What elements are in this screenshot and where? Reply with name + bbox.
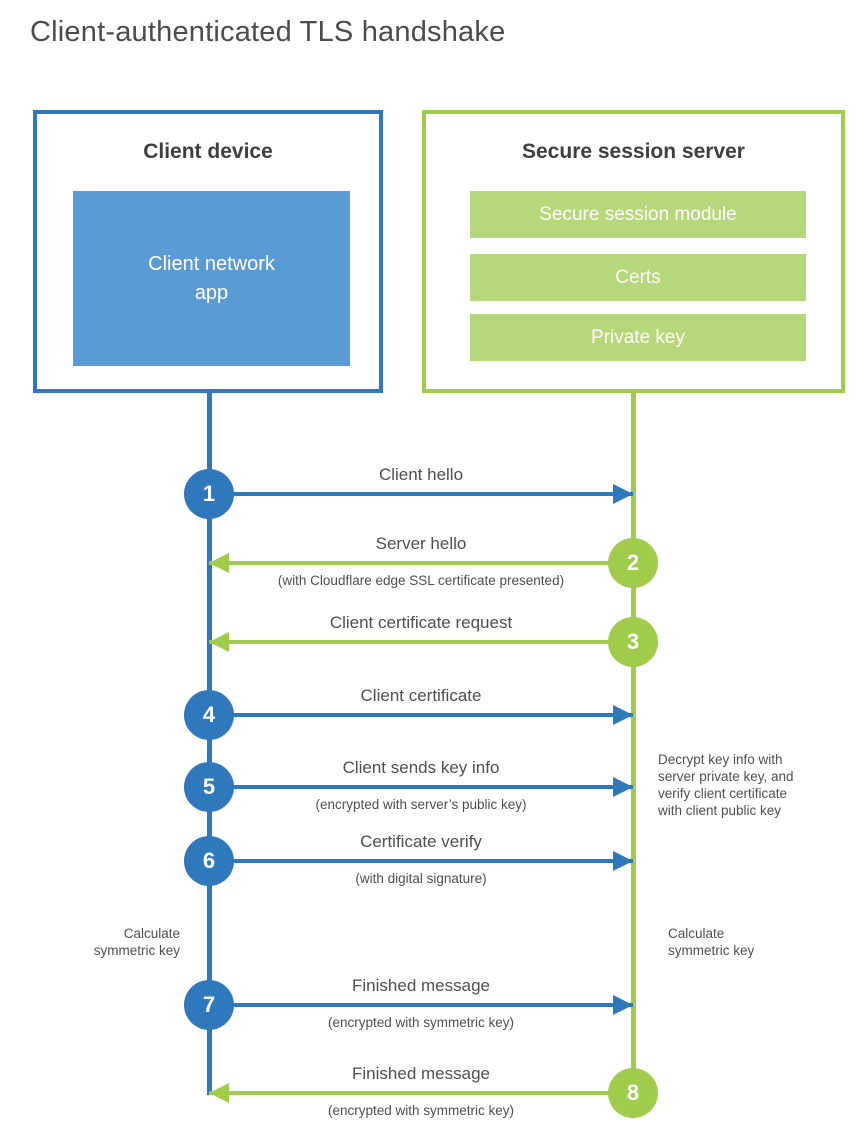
step-number: 6 xyxy=(202,848,216,873)
message-label: Client certificate request xyxy=(329,613,513,632)
arrow-right-icon xyxy=(613,484,633,504)
step-number: 1 xyxy=(202,481,216,506)
step-number: 3 xyxy=(626,629,640,654)
message-label: Client certificate xyxy=(360,686,482,705)
note-line: with client public key xyxy=(658,803,782,818)
step-number: 5 xyxy=(202,774,216,799)
arrow-line xyxy=(209,1003,633,1007)
step-number: 7 xyxy=(202,992,216,1017)
client-network-app-label: Client network app xyxy=(148,252,275,304)
secure-session-server-box: Secure session server Secure session mod… xyxy=(422,110,845,393)
step-number-badge: 2 xyxy=(608,538,658,588)
arrow-left-icon xyxy=(209,553,229,573)
server-module-private-key: Private key xyxy=(470,314,806,361)
message-label: Certificate verify xyxy=(360,832,482,851)
message-subtext: (encrypted with server’s public key) xyxy=(315,797,527,812)
arrow-line xyxy=(209,561,633,565)
note-line: symmetric key xyxy=(668,943,755,958)
step-number-badge: 1 xyxy=(184,469,234,519)
message-label: Client sends key info xyxy=(342,758,500,777)
note-line: Calculate xyxy=(668,926,725,941)
client-network-app-box: Client network app xyxy=(73,191,350,366)
step-number-badge: 7 xyxy=(184,980,234,1030)
server-decrypt-note: Decrypt key info with server private key… xyxy=(658,751,833,819)
arrow-right-icon xyxy=(613,851,633,871)
server-calculate-symmetric-key-note: Calculate symmetric key xyxy=(668,925,788,959)
server-module-secure-session: Secure session module xyxy=(470,191,806,238)
server-module-label: Private key xyxy=(591,326,685,348)
server-module-label: Secure session module xyxy=(539,203,737,225)
message-subtext: (with Cloudflare edge SSL certificate pr… xyxy=(277,573,565,588)
arrow-line xyxy=(209,785,633,789)
step-number-badge: 6 xyxy=(184,836,234,886)
step-number-badge: 4 xyxy=(184,690,234,740)
arrow-left-icon xyxy=(209,632,229,652)
message-label: Client hello xyxy=(378,465,464,484)
arrow-line xyxy=(209,492,633,496)
server-lifeline xyxy=(630,393,636,1095)
step-number: 2 xyxy=(626,550,640,575)
client-device-box: Client device Client network app xyxy=(33,110,383,393)
message-subtext: (encrypted with symmetric key) xyxy=(327,1015,515,1030)
server-module-label: Certs xyxy=(615,266,661,288)
note-line: Decrypt key info with xyxy=(658,752,783,767)
client-calculate-symmetric-key-note: Calculate symmetric key xyxy=(30,925,180,959)
arrow-right-icon xyxy=(613,705,633,725)
arrow-line xyxy=(209,640,633,644)
step-number-badge: 3 xyxy=(608,617,658,667)
step-number-badge: 5 xyxy=(184,762,234,812)
step-number: 8 xyxy=(626,1080,640,1105)
step-number: 4 xyxy=(202,702,216,727)
note-line: symmetric key xyxy=(93,943,180,958)
client-lifeline xyxy=(206,393,212,1095)
note-line: Calculate xyxy=(123,926,180,941)
arrow-right-icon xyxy=(613,777,633,797)
arrow-line xyxy=(209,1091,633,1095)
message-label: Finished message xyxy=(352,976,490,995)
note-line: server private key, and xyxy=(658,769,794,784)
arrow-right-icon xyxy=(613,995,633,1015)
arrow-left-icon xyxy=(209,1083,229,1103)
server-heading: Secure session server xyxy=(522,140,745,163)
arrow-line xyxy=(209,859,633,863)
message-label: Server hello xyxy=(375,534,467,553)
message-subtext: (with digital signature) xyxy=(355,871,487,886)
step-number-badge: 8 xyxy=(608,1068,658,1118)
page-title: Client-authenticated TLS handshake xyxy=(30,16,506,48)
message-subtext: (encrypted with symmetric key) xyxy=(327,1103,515,1118)
note-line: verify client certificate xyxy=(658,786,788,801)
message-label: Finished message xyxy=(352,1064,490,1083)
arrow-line xyxy=(209,713,633,717)
client-device-heading: Client device xyxy=(143,140,273,163)
server-module-certs: Certs xyxy=(470,254,806,301)
